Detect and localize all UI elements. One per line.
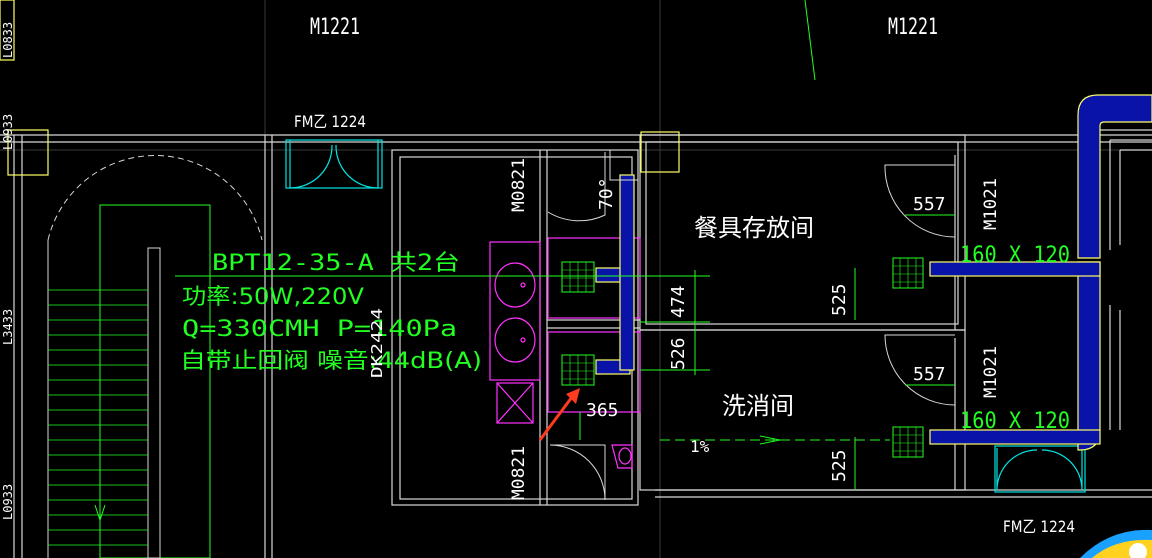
pointer-arrow <box>538 388 580 441</box>
vertical-tag-dk2424: DK2424 <box>368 308 386 378</box>
room-label-washing-disinfection: 洗消间 <box>722 392 794 420</box>
door-label-fm-bottom: FM乙 1224 <box>1003 517 1075 536</box>
door-label-m1221-left: M1221 <box>310 15 360 40</box>
wall-markers <box>0 0 680 176</box>
dimension-lines <box>175 0 955 490</box>
dimension-557-top: 557 <box>913 194 946 215</box>
exhaust-grilles <box>561 257 924 458</box>
dimension-525-top: 525 <box>829 283 850 316</box>
equipment-note-line-2: 功率:50W,220V <box>182 285 364 310</box>
corner-badge <box>1080 529 1152 558</box>
equipment-note-line-1: BPT12-35-A 共2台 <box>212 251 460 276</box>
equipment-note-line-4: 自带止回阀 噪音:44dB(A) <box>180 349 482 374</box>
equipment-note: BPT12-35-A 共2台 功率:50W,220V Q=330CMH P=14… <box>180 251 482 374</box>
dimension-70-degrees: 70° <box>596 177 617 210</box>
door-label-m1221-right: M1221 <box>888 15 938 40</box>
ductwork <box>595 94 1152 451</box>
door-label-m0821-top: M0821 <box>509 158 529 212</box>
door-label-m1021-top: M1021 <box>981 178 1001 230</box>
walls <box>0 129 1152 558</box>
dimension-525-bottom: 525 <box>829 449 850 482</box>
door-label-fm-top: FM乙 1224 <box>294 112 366 131</box>
doors-white <box>547 152 956 501</box>
equipment-note-line-3: Q=330CMH P=140Pa <box>182 317 457 342</box>
dimension-557-bottom: 557 <box>913 364 946 385</box>
edge-label-middle: L3433 <box>1 309 15 345</box>
dimension-526: 526 <box>668 337 689 370</box>
stair <box>47 155 263 558</box>
edge-label-upper: L0933 <box>1 114 15 150</box>
doors <box>285 139 1086 493</box>
door-label-m1021-bottom: M1021 <box>981 346 1001 398</box>
room-label-tableware-storage: 餐具存放间 <box>694 214 814 242</box>
duct-size-top: 160 X 120 <box>960 243 1070 268</box>
dimension-474: 474 <box>668 285 689 318</box>
dimension-365: 365 <box>586 400 619 421</box>
edge-label-bottom: L0933 <box>1 484 15 520</box>
duct-size-bottom: 160 X 120 <box>960 409 1070 434</box>
sanitary-fixtures <box>489 237 641 469</box>
slope-label: 1% <box>690 437 710 456</box>
door-label-m0821-bottom: M0821 <box>509 446 529 500</box>
edge-label-top: L0833 <box>1 22 15 58</box>
